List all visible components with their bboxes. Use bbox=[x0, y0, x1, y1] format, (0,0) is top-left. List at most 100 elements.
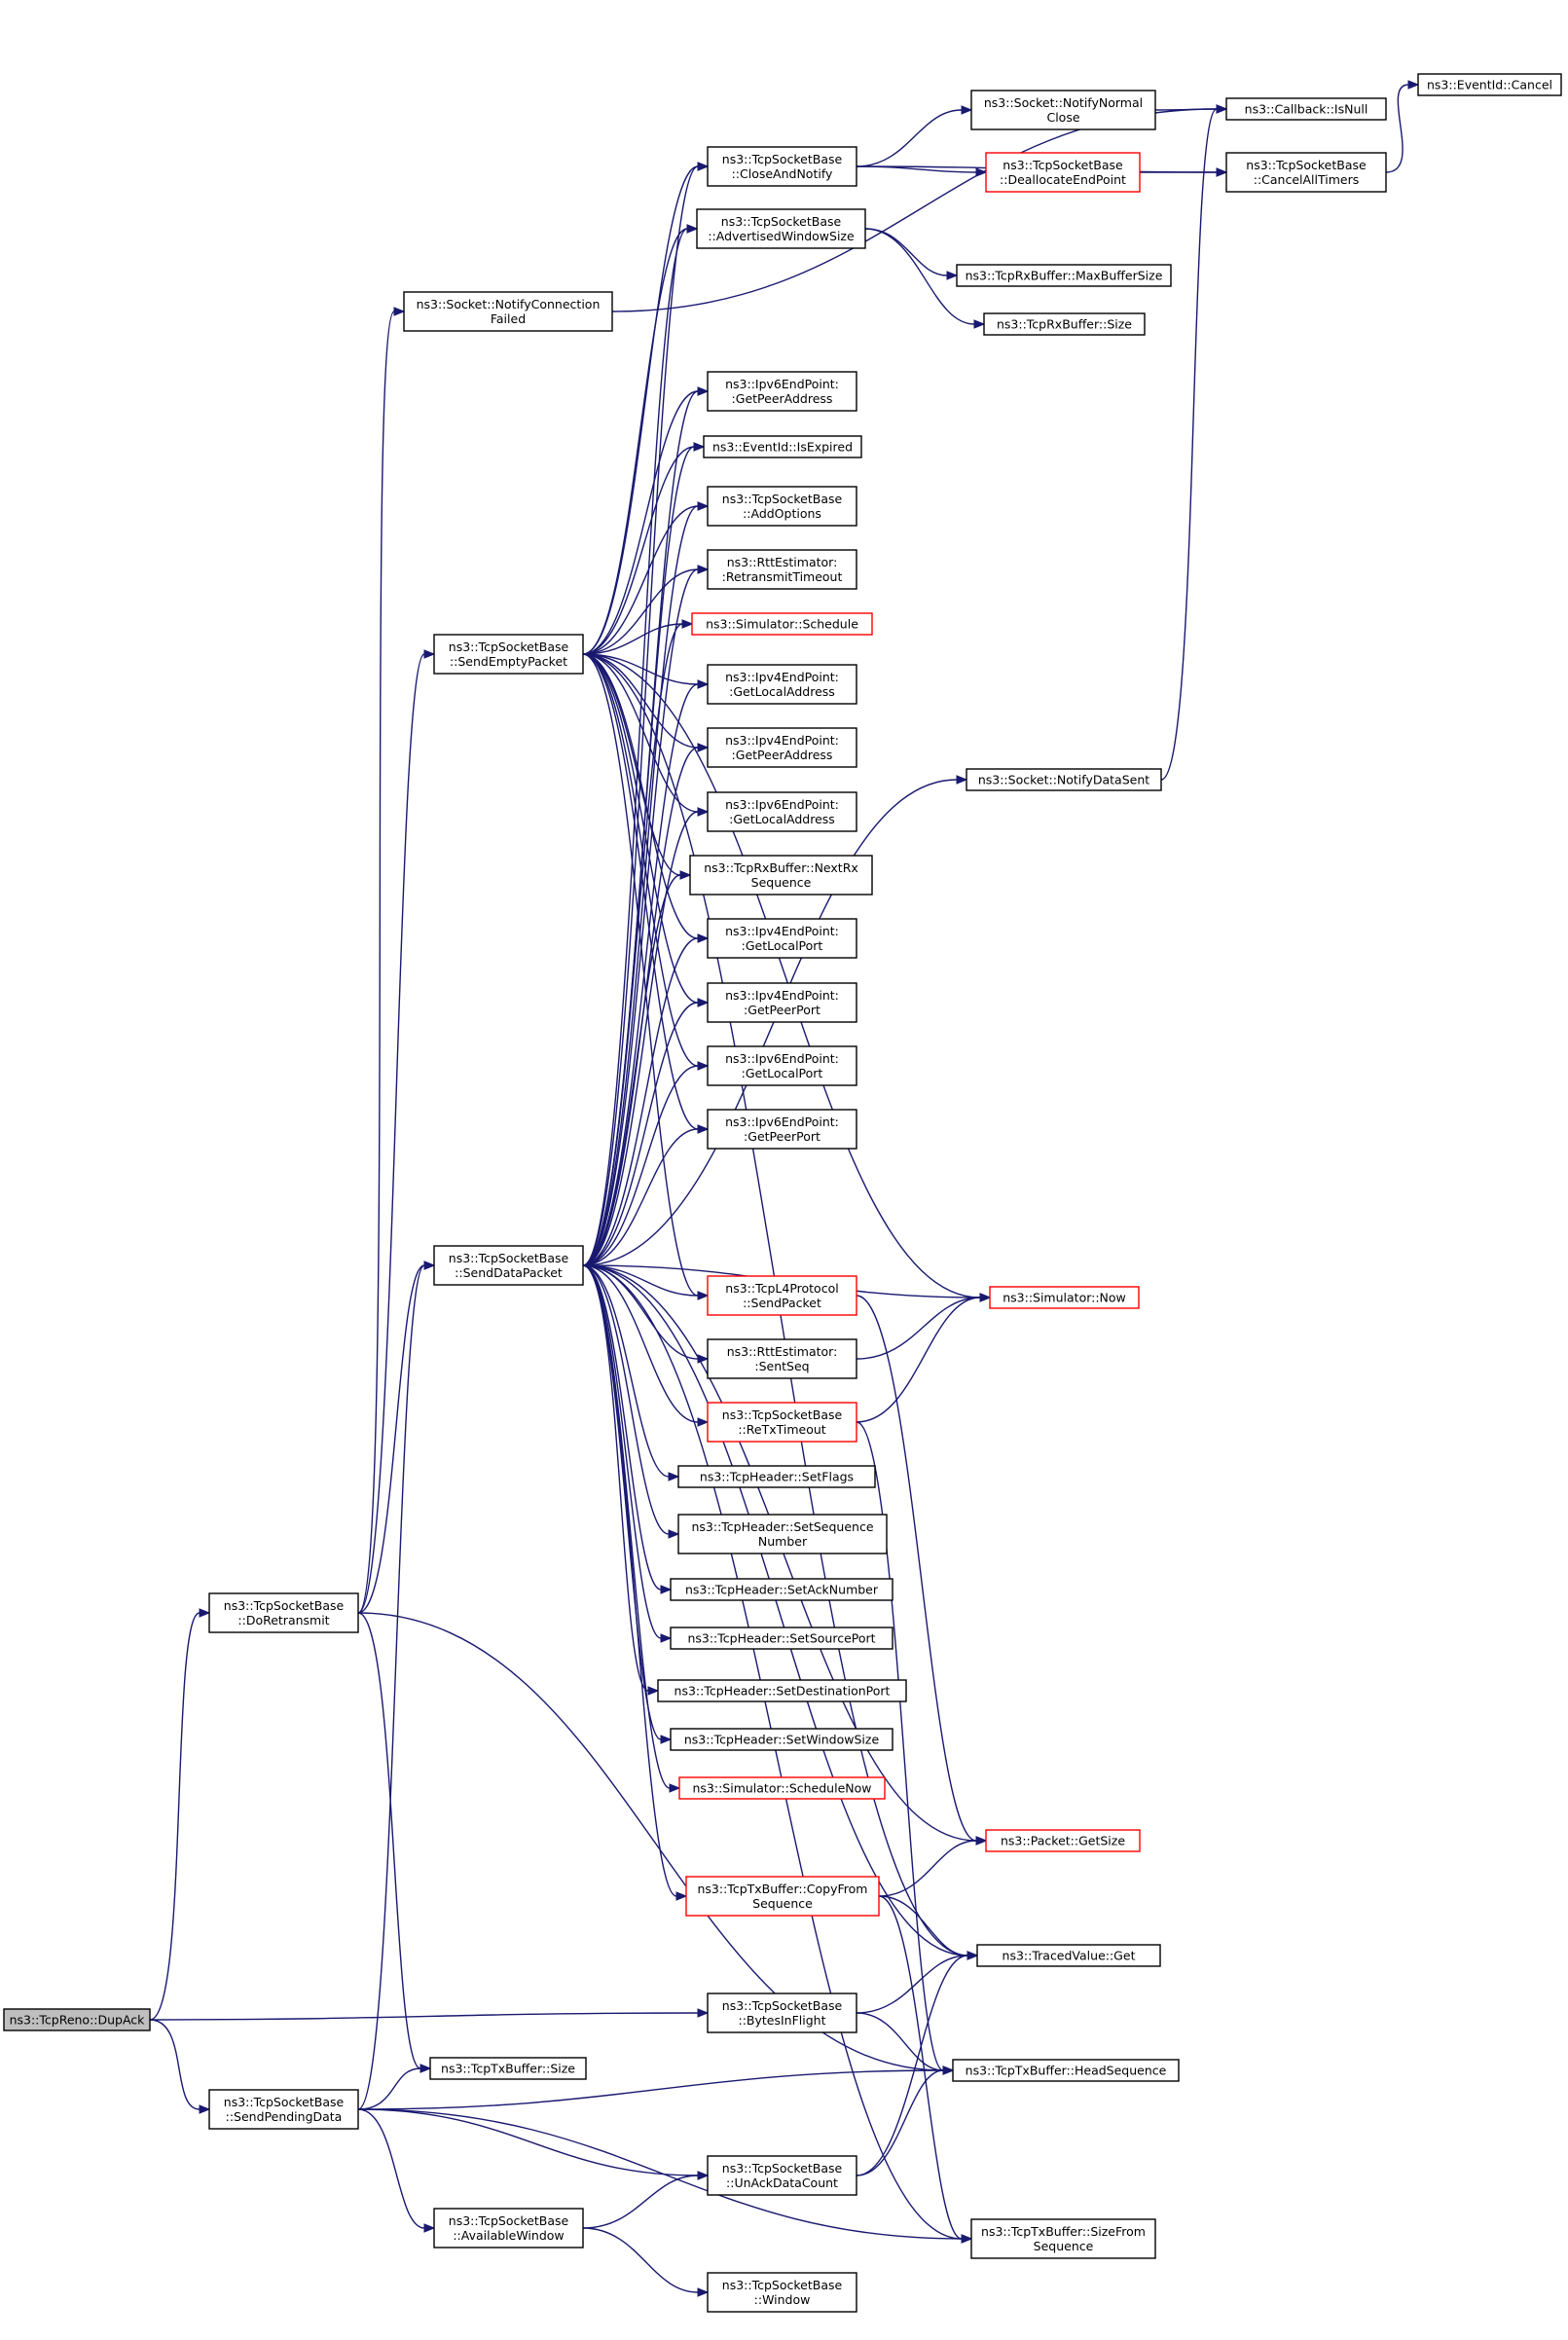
node-unackdata[interactable]: ns3::TcpSocketBase::UnAckDataCount bbox=[707, 2155, 857, 2196]
node-ipv6peeraddr[interactable]: ns3::Ipv6EndPoint::GetPeerAddress bbox=[707, 371, 857, 412]
node-box bbox=[707, 486, 857, 527]
node-setwinsize[interactable]: ns3::TcpHeader::SetWindowSize bbox=[670, 1728, 893, 1751]
node-tracedget[interactable]: ns3::TracedValue::Get bbox=[976, 1944, 1161, 1967]
node-retxtimeout[interactable]: ns3::TcpSocketBase::ReTxTimeout bbox=[707, 1402, 857, 1443]
node-label: ns3::TcpHeader::SetDestinationPort bbox=[675, 1684, 891, 1699]
edge-doretransmit-to-senddata bbox=[357, 1264, 425, 1614]
node-label: ns3::Ipv6EndPoint: bbox=[725, 1051, 839, 1066]
node-now[interactable]: ns3::Simulator::Now bbox=[989, 1286, 1140, 1309]
node-sentseq[interactable]: ns3::RttEstimator::SentSeq bbox=[707, 1338, 857, 1379]
node-closenotify[interactable]: ns3::TcpSocketBase::CloseAndNotify bbox=[707, 146, 857, 187]
node-doretransmit[interactable]: ns3::TcpSocketBase::DoRetransmit bbox=[208, 1592, 359, 1633]
edge-doretransmit-to-notifyconnfailed bbox=[357, 311, 395, 1614]
node-label: ns3::TcpReno::DupAck bbox=[10, 2013, 146, 2028]
node-box bbox=[433, 634, 584, 675]
node-deallocate[interactable]: ns3::TcpSocketBase::DeallocateEndPoint bbox=[985, 152, 1141, 193]
edge-senddata-to-retxtimeout bbox=[582, 1264, 699, 1423]
node-ipv6localport[interactable]: ns3::Ipv6EndPoint::GetLocalPort bbox=[707, 1045, 857, 1086]
node-label: ns3::TcpRxBuffer::MaxBufferSize bbox=[966, 269, 1163, 283]
node-ipv4peerport[interactable]: ns3::Ipv4EndPoint::GetPeerPort bbox=[707, 982, 857, 1023]
edge-senddata-to-setseq bbox=[582, 1264, 670, 1535]
node-box bbox=[966, 768, 1162, 791]
node-addoptions[interactable]: ns3::TcpSocketBase::AddOptions bbox=[707, 486, 857, 527]
edge-senddata-to-setwinsize bbox=[582, 1264, 662, 1740]
node-schedulenow[interactable]: ns3::Simulator::ScheduleNow bbox=[678, 1776, 886, 1800]
node-canceltimers[interactable]: ns3::TcpSocketBase::CancelAllTimers bbox=[1225, 152, 1387, 193]
node-label: ns3::TcpSocketBase bbox=[722, 1998, 843, 2013]
node-ipv4localport[interactable]: ns3::Ipv4EndPoint::GetLocalPort bbox=[707, 918, 857, 959]
node-label: ::SendDataPacket bbox=[455, 1265, 563, 1280]
arrowhead bbox=[975, 167, 988, 177]
edge-sendempty-to-closenotify bbox=[582, 165, 699, 655]
edge-notifynormalclose-to-isnull bbox=[1154, 108, 1218, 111]
node-sendpending[interactable]: ns3::TcpSocketBase::SendPendingData bbox=[208, 2089, 359, 2130]
edge-bytesinflight-to-headseq bbox=[856, 2012, 944, 2071]
node-box bbox=[707, 791, 857, 832]
node-schedule[interactable]: ns3::Simulator::Schedule bbox=[691, 612, 873, 636]
node-ipv6localaddr[interactable]: ns3::Ipv6EndPoint::GetLocalAddress bbox=[707, 791, 857, 832]
node-setsrcport[interactable]: ns3::TcpHeader::SetSourcePort bbox=[670, 1627, 893, 1650]
node-label: ns3::EventId::Cancel bbox=[1427, 78, 1552, 92]
node-cancel[interactable]: ns3::EventId::Cancel bbox=[1417, 73, 1562, 96]
node-getsize[interactable]: ns3::Packet::GetSize bbox=[985, 1829, 1141, 1852]
edge-dupack-to-sendpending bbox=[149, 2019, 201, 2110]
edge-senddata-to-advwin bbox=[582, 228, 688, 1266]
arrowhead bbox=[697, 1124, 710, 1134]
node-ipv6peerport[interactable]: ns3::Ipv6EndPoint::GetPeerPort bbox=[707, 1109, 857, 1150]
node-senddata[interactable]: ns3::TcpSocketBase::SendDataPacket bbox=[433, 1245, 584, 1286]
edge-sendempty-to-ipv4peeraddr bbox=[582, 653, 699, 749]
edge-senddata-to-ipv6peeraddr bbox=[582, 390, 699, 1266]
node-setdstport[interactable]: ns3::TcpHeader::SetDestinationPort bbox=[657, 1679, 907, 1702]
node-box bbox=[1225, 97, 1387, 121]
edge-senddata-to-tracedget bbox=[582, 1264, 968, 1956]
node-box bbox=[707, 1993, 857, 2033]
arrowhead bbox=[961, 105, 973, 115]
node-label: ::DoRetransmit bbox=[237, 1613, 329, 1627]
node-box bbox=[433, 2208, 584, 2249]
node-label: ::UnAckDataCount bbox=[726, 2175, 838, 2190]
node-isnull[interactable]: ns3::Callback::IsNull bbox=[1225, 97, 1387, 121]
arrowhead bbox=[942, 2066, 955, 2075]
arrowhead bbox=[679, 870, 692, 880]
edge-sendempty-to-ipv6localaddr bbox=[582, 653, 699, 813]
node-bytesinflight[interactable]: ns3::TcpSocketBase::BytesInFlight bbox=[707, 1993, 857, 2033]
node-label: ns3::TcpL4Protocol bbox=[725, 1281, 838, 1296]
node-notifydatasent[interactable]: ns3::Socket::NotifyDataSent bbox=[966, 768, 1162, 791]
node-label: ns3::Packet::GetSize bbox=[1001, 1834, 1125, 1848]
edge-senddata-to-ipv6localport bbox=[582, 1065, 699, 1266]
arrowhead bbox=[1216, 104, 1228, 114]
node-headseq[interactable]: ns3::TcpTxBuffer::HeadSequence bbox=[952, 2059, 1180, 2082]
node-rxsize[interactable]: ns3::TcpRxBuffer::Size bbox=[983, 312, 1146, 336]
node-setflags[interactable]: ns3::TcpHeader::SetFlags bbox=[677, 1465, 876, 1488]
node-window[interactable]: ns3::TcpSocketBase::Window bbox=[707, 2272, 857, 2313]
edge-retxtimeout-to-headseq bbox=[856, 1421, 944, 2071]
node-box bbox=[976, 1944, 1161, 1967]
node-label: ::BytesInFlight bbox=[738, 2013, 825, 2028]
arrowhead bbox=[697, 998, 710, 1007]
node-ipv4peeraddr[interactable]: ns3::Ipv4EndPoint::GetPeerAddress bbox=[707, 727, 857, 768]
arrowhead bbox=[697, 386, 710, 396]
node-sendempty[interactable]: ns3::TcpSocketBase::SendEmptyPacket bbox=[433, 634, 584, 675]
node-box bbox=[691, 612, 873, 636]
node-box bbox=[707, 982, 857, 1023]
node-isexpired[interactable]: ns3::EventId::IsExpired bbox=[703, 435, 862, 458]
node-rtttimeout[interactable]: ns3::RttEstimator::RetransmitTimeout bbox=[707, 549, 857, 590]
node-maxbuffersize[interactable]: ns3::TcpRxBuffer::MaxBufferSize bbox=[956, 264, 1172, 287]
node-l4sendpacket[interactable]: ns3::TcpL4Protocol::SendPacket bbox=[707, 1275, 857, 1316]
arrowhead bbox=[423, 2223, 436, 2233]
node-ipv4localaddr[interactable]: ns3::Ipv4EndPoint::GetLocalAddress bbox=[707, 664, 857, 705]
node-advwin[interactable]: ns3::TcpSocketBase::AdvertisedWindowSize bbox=[696, 208, 866, 249]
arrowhead bbox=[697, 2008, 710, 2018]
node-dupack[interactable]: ns3::TcpReno::DupAck bbox=[3, 2008, 151, 2031]
node-txsize[interactable]: ns3::TcpTxBuffer::Size bbox=[429, 2057, 587, 2080]
node-setack[interactable]: ns3::TcpHeader::SetAckNumber bbox=[670, 1578, 893, 1601]
node-availwindow[interactable]: ns3::TcpSocketBase::AvailableWindow bbox=[433, 2208, 584, 2249]
node-label: ns3::Ipv6EndPoint: bbox=[725, 377, 839, 391]
node-label: ns3::TcpSocketBase bbox=[1246, 158, 1367, 172]
